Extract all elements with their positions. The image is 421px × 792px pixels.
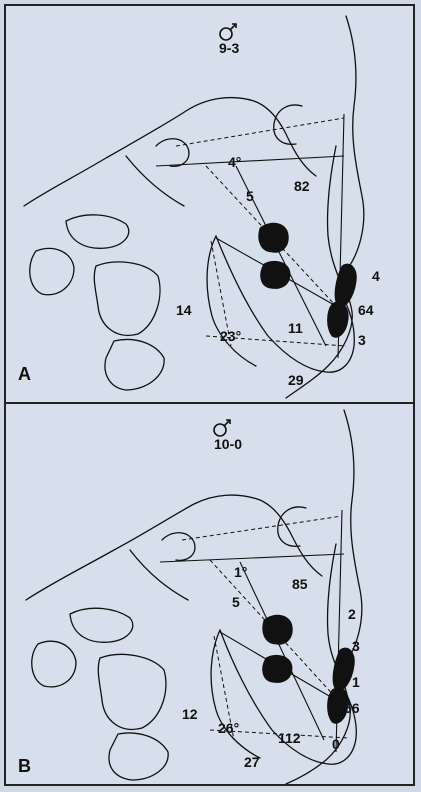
frankfort-line (159, 553, 345, 563)
upper-molar (262, 614, 293, 645)
orbit-outline (273, 104, 303, 145)
pterygoid-line (205, 165, 337, 307)
maxilla-outline (326, 145, 343, 287)
cranial-base-outline (25, 494, 323, 601)
soft-tissue-profile (285, 15, 365, 399)
vertebra-2 (93, 261, 161, 336)
angle-label-bottom-b: 26° (218, 720, 240, 736)
panel-a: 9-3 4° 5 82 14 4 64 11 23° 3 29 A (6, 6, 413, 402)
panel-a-tracing (23, 15, 365, 399)
label-112-b: 112 (278, 730, 301, 746)
label-29-a: 29 (288, 372, 304, 388)
sn-line (181, 515, 343, 541)
upper-incisor (332, 647, 355, 692)
clivus-outline (129, 549, 189, 601)
panel-b-tracing (25, 409, 363, 784)
label-2-b: 2 (348, 606, 356, 622)
upper-molar (258, 222, 289, 253)
clivus-outline (125, 155, 185, 207)
label-3-a: 3 (358, 332, 366, 348)
label-27-b: 27 (244, 754, 260, 770)
label-85-b: 85 (292, 576, 308, 592)
panel-b: 10-0 1° 85 5 2 3 1 66 12 26° 112 0 27 B (6, 404, 413, 784)
upper-incisor (334, 263, 357, 308)
age-label-b: 10-0 (214, 436, 243, 452)
y-axis-line (235, 165, 327, 347)
vertebra-1 (69, 607, 134, 643)
vertebra-4 (29, 247, 75, 296)
angle-label-top-b: 1° (234, 564, 248, 580)
panel-label-a: A (18, 364, 31, 384)
cranial-base-outline (23, 96, 317, 207)
lower-incisor (327, 301, 349, 338)
vertebra-3 (108, 732, 169, 781)
label-64-a: 64 (358, 302, 374, 318)
mandible-outline (215, 235, 355, 373)
label-3-b: 3 (352, 638, 360, 654)
label-5-b: 5 (232, 594, 240, 610)
angle-label-top-a: 4° (228, 154, 242, 170)
mandibular-plane-dashed (209, 729, 349, 739)
vertebra-1 (65, 214, 130, 249)
soft-tissue-profile (285, 409, 363, 784)
frankfort-line (155, 155, 345, 167)
vertebra-2 (97, 653, 167, 730)
ramus-dashed (213, 635, 235, 741)
panel-divider (6, 402, 413, 404)
sella-outline (155, 138, 190, 167)
label-5-a: 5 (246, 188, 254, 204)
ramus-dashed (210, 240, 232, 347)
lower-incisor (327, 687, 349, 724)
orbit-outline (277, 506, 307, 547)
angle-label-bottom-a: 23° (220, 328, 242, 344)
label-4-a: 4 (372, 268, 380, 284)
vertebra-4 (31, 640, 77, 688)
mandible-outline (219, 629, 357, 765)
lower-molar (260, 260, 291, 289)
y-axis-line (239, 561, 325, 741)
label-11-a: 11 (288, 320, 303, 336)
cephalometric-figure: 9-3 4° 5 82 14 4 64 11 23° 3 29 A (4, 4, 415, 786)
lower-molar (262, 654, 293, 683)
label-1-b: 1 (352, 674, 360, 690)
panel-label-b: B (18, 756, 31, 776)
label-0-b: 0 (332, 736, 340, 752)
label-12-b: 12 (182, 706, 198, 722)
label-82-a: 82 (294, 178, 310, 194)
sella-outline (161, 532, 196, 561)
ramus-outline (206, 235, 257, 367)
vertebra-3 (104, 338, 165, 391)
age-label-a: 9-3 (219, 40, 240, 56)
label-66-b: 66 (344, 700, 360, 716)
label-14-a: 14 (176, 302, 192, 318)
ramus-outline (210, 629, 261, 759)
sn-line (175, 117, 345, 147)
